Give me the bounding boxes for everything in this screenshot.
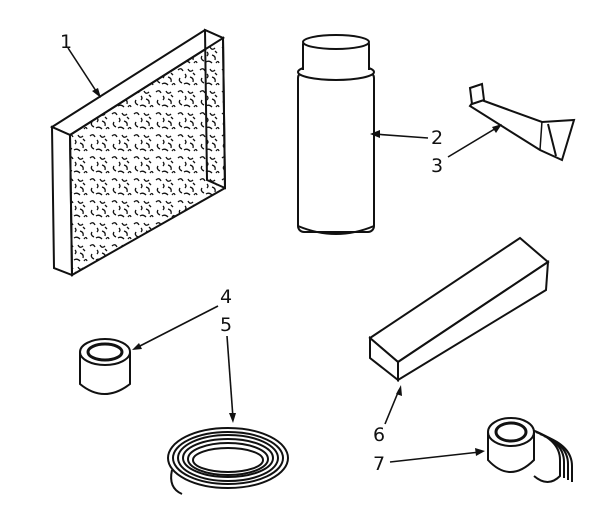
sealant-tube-illustration <box>468 82 576 162</box>
cord-coil-illustration <box>167 427 289 495</box>
leader-line-5 <box>226 335 234 419</box>
callout-5: 5 <box>220 314 233 336</box>
leader-line-3 <box>447 126 499 158</box>
foam-strip-illustration <box>368 236 550 383</box>
callout-1: 1 <box>60 31 73 53</box>
callout-2: 2 <box>431 127 444 149</box>
arrowhead-1 <box>92 88 101 98</box>
leader-line-7 <box>389 451 481 463</box>
leader-line-6 <box>384 389 400 425</box>
spray-can-illustration <box>297 34 375 235</box>
arrowhead-3 <box>492 124 502 133</box>
callout-4: 4 <box>220 286 233 308</box>
leader-line-4 <box>135 305 219 349</box>
arrowhead-4 <box>132 343 142 350</box>
arrowhead-6 <box>396 385 402 396</box>
callout-3: 3 <box>431 155 444 177</box>
leader-line-1 <box>67 47 99 95</box>
callout-6: 6 <box>373 424 386 446</box>
arrowhead-5 <box>229 413 236 423</box>
leader-line-2 <box>373 133 429 139</box>
callout-7: 7 <box>373 453 386 475</box>
tape-roll-small-illustration <box>79 338 131 395</box>
foam-pad-illustration <box>49 28 227 277</box>
arrowhead-2 <box>370 130 380 138</box>
tape-roll-large-illustration <box>487 417 573 483</box>
arrowhead-7 <box>475 448 485 456</box>
